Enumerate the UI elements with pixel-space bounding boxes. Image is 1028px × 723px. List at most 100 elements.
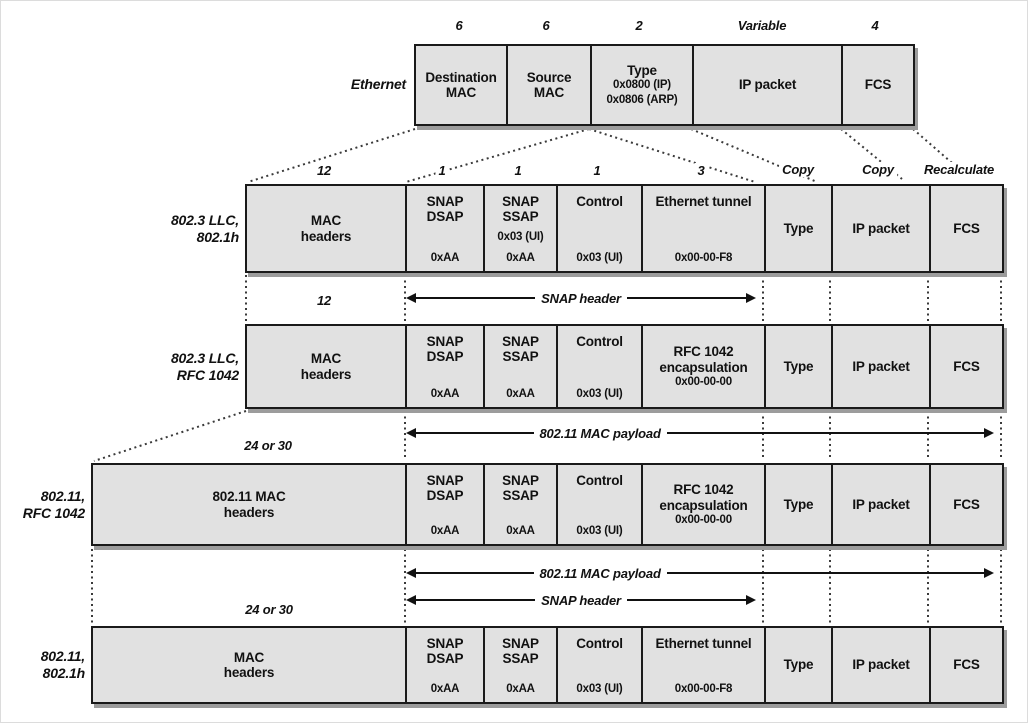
cell-text-line: IP packet [852,496,910,512]
cell-snap-dsap: SNAP DSAP 0xAA [405,465,483,544]
cell-value: 0xAA [430,387,460,400]
cell-text: SNAP SSAP [502,473,539,503]
cell-snap-ssap: SNAP SSAP 0x03 (UI) 0xAA [483,186,556,271]
cell-snap-dsap: SNAP DSAP 0xAA [405,326,483,407]
cell-text-line: DSAP [426,349,464,365]
cell-text-line: Type [783,496,814,512]
size-label-mac-headers: 12 [313,163,335,178]
arrow-line [416,599,536,601]
cell-value: 0x0800 (IP) [613,79,671,92]
snap-header-arrow-bottom: SNAP header [406,592,756,608]
cell-text-line: IP packet [852,358,910,374]
row-label-8023llc-rfc1042: 802.3 LLC, RFC 1042 [119,350,239,384]
cell-text-line: Ethernet tunnel [655,194,752,209]
cell-type: Type [764,326,831,407]
row-label-text: 802.11, [40,648,85,664]
cell-ip-packet: IP packet [831,326,929,407]
cell-text-line: Control [576,473,623,488]
cell-text: SNAP DSAP [427,473,464,503]
cell-value: 0xAA [430,524,460,537]
cell-text-line: Control [576,194,623,209]
cell-mac-headers: MAC headers [93,628,405,702]
cell-text: SNAP DSAP [427,194,464,224]
cell-text-line: headers [300,228,352,244]
row-label-text: 802.1h [42,664,86,681]
arrow-line [416,432,534,434]
cell-text-line: FCS [953,657,980,673]
cell-text-line: Type [783,657,814,673]
cell-text-line: IP packet [738,77,797,93]
cell-ethernet-tunnel: Ethernet tunnel 0x00-00-F8 [641,186,764,271]
row-label-ethernet: Ethernet [296,76,406,93]
size-label-24-or-30: 24 or 30 [245,602,293,617]
cell-text-line: Control [576,636,623,651]
cell-text-line: SSAP [502,651,539,667]
arrowhead-right-icon [746,293,756,303]
size-label-control: 1 [590,163,604,178]
cell-value: 0x03 (UI) [576,682,623,695]
cell-ip-packet: IP packet [831,186,929,271]
cell-text-line: Ethernet tunnel [655,636,752,651]
cell-text-line: FCS [953,220,980,236]
cell-text-line: SNAP [502,334,539,349]
cell-mac-headers: MAC headers [247,186,405,271]
row-label-text: 802.1h [196,228,240,245]
cell-value: 0xAA [506,682,535,695]
size-label-dest-mac: 6 [455,18,463,33]
cell-ethertype: Type 0x0800 (IP) 0x0806 (ARP) [590,46,692,124]
cell-text-line: FCS [864,77,892,93]
cell-text: SNAP SSAP [502,636,539,666]
cell-fcs: FCS [929,186,1002,271]
cell-value: 0xAA [506,251,535,264]
cell-text-line: SNAP [426,194,464,209]
cell-text-line: Destination [425,69,497,85]
cell-text-line: Source [526,69,572,85]
cell-text-line: MAC [233,649,265,665]
cell-value: 0x03 (UI) [576,251,623,264]
cell-destination-mac: Destination MAC [416,46,506,124]
cell-text-line: Type [783,358,814,374]
80211-mac-payload-arrow-mid: 802.11 MAC payload [406,425,994,441]
cell-fcs: FCS [929,628,1002,702]
cell-text-line: MAC [310,213,342,229]
cell-snap-ssap: SNAP SSAP 0xAA [483,465,556,544]
arrowhead-right-icon [984,568,994,578]
cell-value: 0x00-00-00 [675,376,732,388]
size-label-24-or-30: 24 or 30 [244,438,292,453]
cell-text: SNAP SSAP [502,334,539,364]
80211-mac-payload-arrow-bottom: 802.11 MAC payload [406,566,994,581]
cell-text-line: MAC [310,351,342,367]
cell-text-line: SNAP [426,473,464,488]
cell-text-line: SSAP [502,488,539,504]
size-label-ip-packet: Variable [737,18,787,33]
cell-control: Control 0x03 (UI) [556,326,641,407]
cell-snap-dsap: SNAP DSAP 0xAA [405,628,483,702]
cell-text-line: Type [783,220,814,236]
arrow-label: SNAP header [541,290,621,306]
arrow-line [416,572,534,574]
size-label-src-mac: 6 [542,18,550,33]
frame-row-8023llc-8021h: MAC headers SNAP DSAP 0xAA SNAP SSAP 0x0… [245,184,1004,273]
cell-snap-dsap: SNAP DSAP 0xAA [405,186,483,271]
row-label-text: 802.3 LLC, [170,212,239,228]
cell-control: Control 0x03 (UI) [556,186,641,271]
size-label-snap-ssap: 1 [511,163,525,178]
cell-snap-ssap: SNAP SSAP 0xAA [483,628,556,702]
cell-text: SNAP DSAP [427,334,464,364]
row-label-text: Ethernet [350,76,406,92]
arrow-label: SNAP header [541,592,621,608]
cell-text-line: Type [627,63,657,79]
cell-value: 0xAA [506,524,535,537]
row-label-text: RFC 1042 [22,504,85,521]
cell-text-line: SSAP [502,209,539,225]
cell-text-line: MAC [445,85,477,100]
arrow-label: 802.11 MAC payload [539,425,661,441]
cell-value: 0xAA [430,251,460,264]
frame-row-80211-8021h: MAC headers SNAP DSAP 0xAA SNAP SSAP 0xA… [91,626,1004,704]
arrow-line [666,572,984,574]
cell-text-line: IP packet [852,657,910,673]
cell-80211-mac-headers: 802.11 MAC headers [93,465,405,544]
cell-value: 0xAA [506,387,535,400]
row-label-8023llc-8021h: 802.3 LLC, 802.1h [119,212,239,246]
cell-text-line: 802.11 MAC [212,489,286,505]
